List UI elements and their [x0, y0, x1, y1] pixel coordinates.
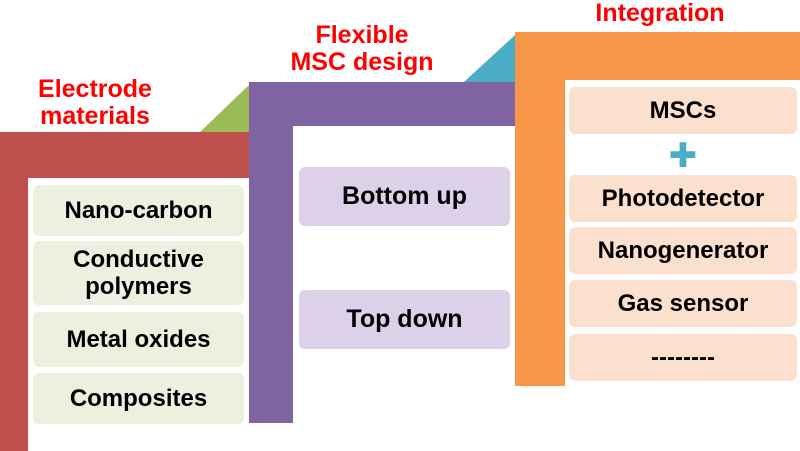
electrode-step-top-bar — [0, 132, 249, 178]
item-composites: Composites — [33, 373, 244, 424]
item-conductive-polymers: Conductive polymers — [33, 241, 244, 305]
integration-title: Integration — [595, 0, 725, 27]
item-ellipsis: -------- — [569, 334, 797, 381]
integration-step-side-bar — [515, 32, 565, 386]
item-top-down: Top down — [299, 290, 510, 349]
item-mscs: MSCs — [569, 87, 797, 134]
electrode-step-side-bar — [0, 132, 28, 451]
electrode-materials-title: Electrode materials — [38, 75, 152, 130]
msc-design-step-top-bar — [249, 82, 515, 126]
item-bottom-up: Bottom up — [299, 167, 510, 226]
item-gas-sensor: Gas sensor — [569, 280, 797, 327]
item-metal-oxides: Metal oxides — [33, 312, 244, 367]
flexible-msc-design-title: Flexible MSC design — [290, 21, 434, 76]
msc-design-step-side-bar — [249, 82, 293, 423]
item-photodetector: Photodetector — [569, 175, 797, 222]
plus-icon: ✚ — [668, 137, 698, 175]
item-nanogenerator: Nanogenerator — [569, 227, 797, 274]
item-nano-carbon: Nano-carbon — [33, 185, 244, 236]
